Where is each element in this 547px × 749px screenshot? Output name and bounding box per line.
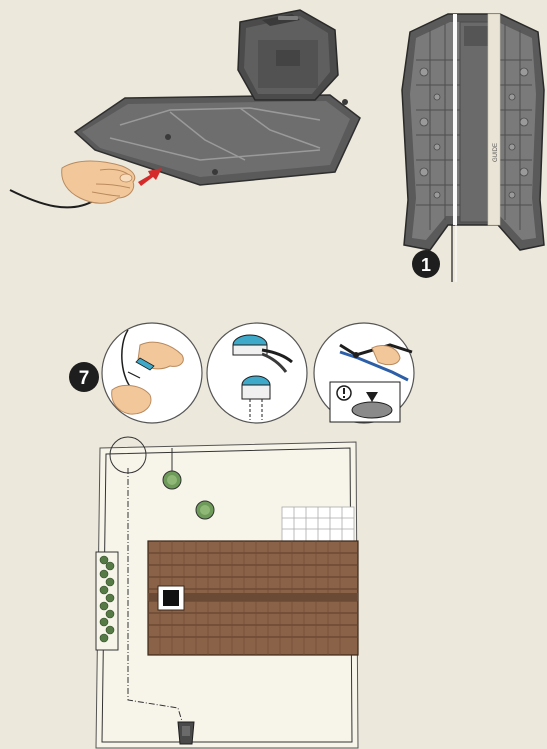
garden-plan [96,437,358,748]
tree-icon [196,501,214,519]
arrow-icon [138,168,162,186]
charging-station-plate [75,10,360,185]
detail-circle-connector [207,323,307,423]
hand-icon [62,161,135,203]
guide-label: GUIDE [493,143,499,162]
warning-icon [337,386,351,400]
bush-icon [96,552,118,650]
detail-circle-wire-cut [102,323,202,423]
charging-station-icon [178,722,194,744]
step-badge-7: 7 [69,362,99,392]
step-number-1: 1 [421,255,431,275]
detail-circle-pliers [314,323,414,423]
house-icon [148,541,358,655]
patio-tiles [282,507,354,541]
charging-station-underside: GUIDE [402,14,544,282]
step-badge-1: 1 [412,250,440,278]
step-number-7: 7 [79,368,90,389]
